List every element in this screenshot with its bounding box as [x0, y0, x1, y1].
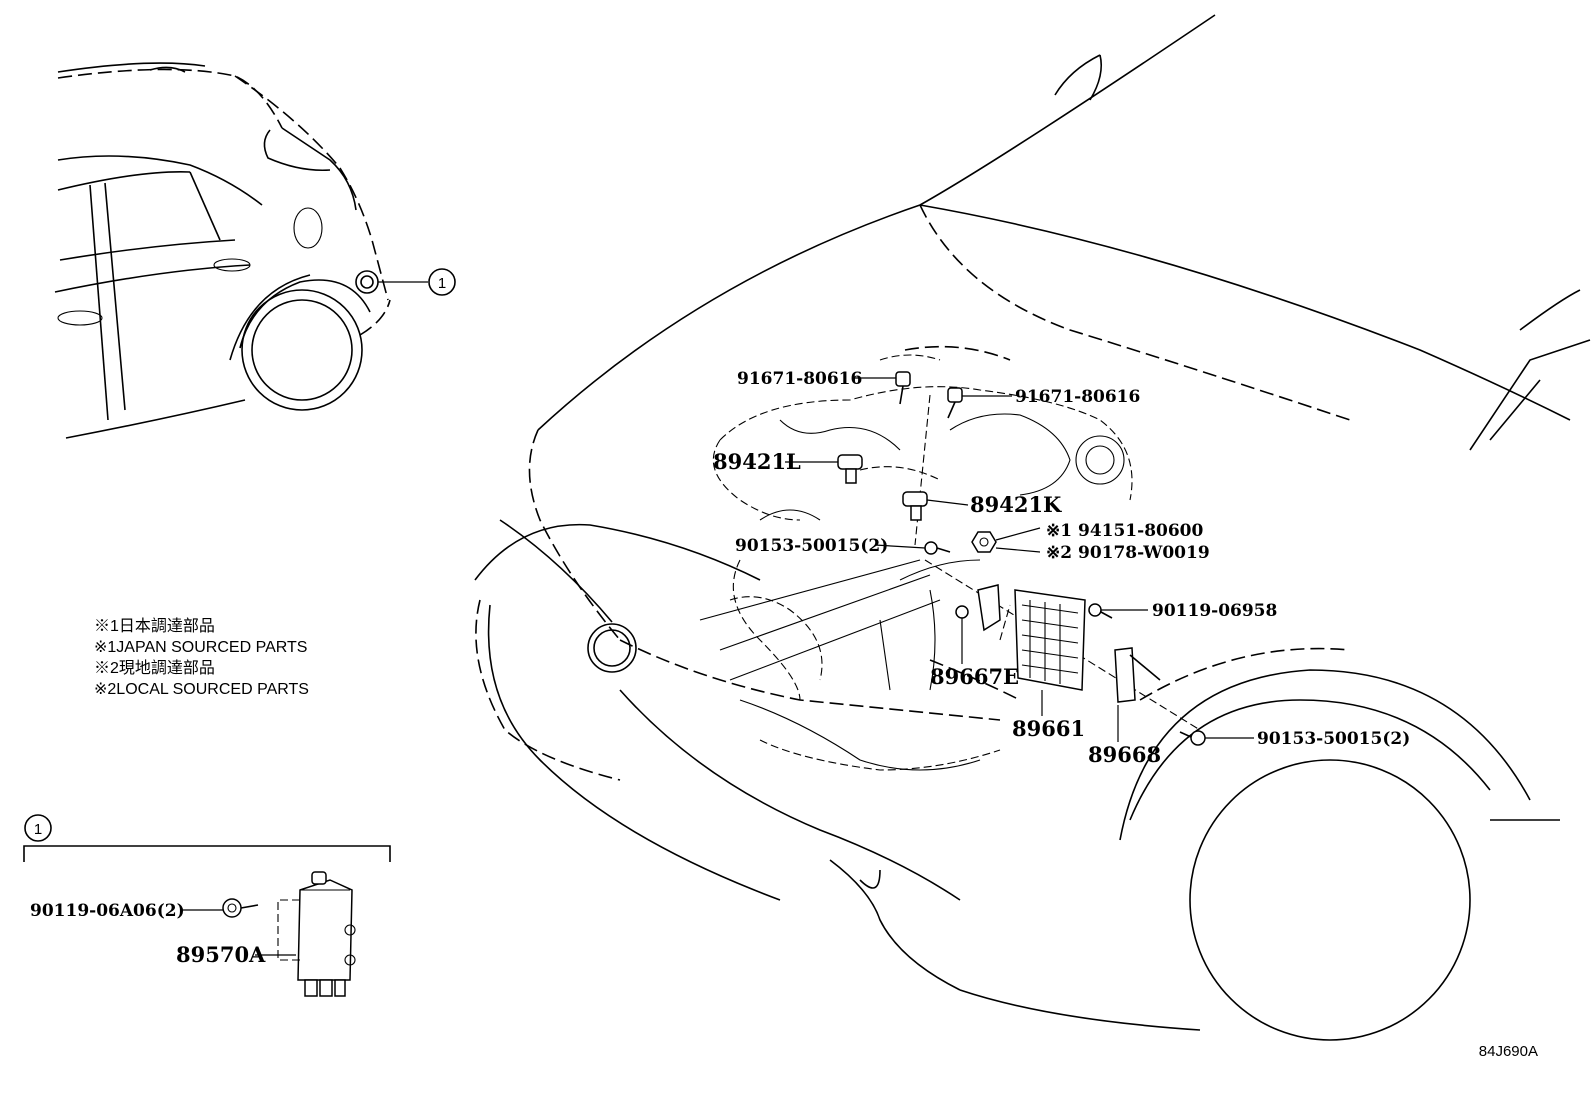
label-89661: 89661 — [1012, 716, 1085, 741]
label-90153-50015-a: 90153-50015(2) — [735, 536, 888, 556]
bolt-90119-06958-icon — [1088, 603, 1113, 619]
callout-circle-1 — [428, 268, 456, 296]
label-90119-06958: 90119-06958 — [1152, 601, 1277, 621]
nut-94151-icon — [971, 531, 997, 553]
label-90153-50015-b: 90153-50015(2) — [1257, 729, 1410, 749]
label-90119-06A06: 90119-06A06(2) — [30, 901, 185, 921]
detail-callout-number-1: 1 — [34, 821, 42, 838]
label-91671-80616-a: 91671-80616 — [737, 369, 862, 389]
label-89421L: 89421L — [713, 449, 801, 474]
note-japan-sourced-en: ※1JAPAN SOURCED PARTS — [94, 639, 307, 656]
label-91671-80616-b: 91671-80616 — [1015, 387, 1140, 407]
label-89668: 89668 — [1088, 742, 1161, 767]
note-local-sourced-jp: ※2現地調達部品 — [94, 659, 215, 677]
note-japan-sourced-jp: ※1日本調達部品 — [94, 617, 215, 635]
label-89667E: 89667E — [930, 664, 1019, 689]
callout-number-1: 1 — [438, 275, 446, 292]
sensor-89421L-icon — [837, 454, 863, 484]
module-89570A-icon — [277, 871, 356, 997]
label-90178-W0019: ※2 90178-W0019 — [1046, 543, 1210, 563]
bolt-91671-80616-b-icon — [947, 387, 963, 419]
sensor-89421K-icon — [902, 491, 928, 521]
detail-bracket-line — [23, 845, 391, 862]
bolt-90153-a-icon — [924, 541, 951, 555]
bracket-89668-icon — [1114, 647, 1161, 703]
ecu-89661-icon — [1014, 589, 1086, 691]
rear-car-illustration — [54, 62, 428, 439]
note-local-sourced-en: ※2LOCAL SOURCED PARTS — [94, 681, 309, 698]
front-car-illustration — [474, 14, 1591, 1041]
label-89421K: 89421K — [970, 492, 1062, 517]
bolt-90119-06A06-icon — [222, 898, 259, 918]
diagram-code: 84J690A — [1479, 1043, 1538, 1060]
bolt-90153-b-icon — [1179, 730, 1206, 746]
label-94151-80600: ※1 94151-80600 — [1046, 521, 1204, 541]
label-89570A: 89570A — [176, 942, 266, 967]
bracket-89667E-icon — [955, 584, 1001, 632]
detail-callout-circle-1 — [24, 814, 52, 842]
bolt-91671-80616-a-icon — [895, 371, 911, 405]
